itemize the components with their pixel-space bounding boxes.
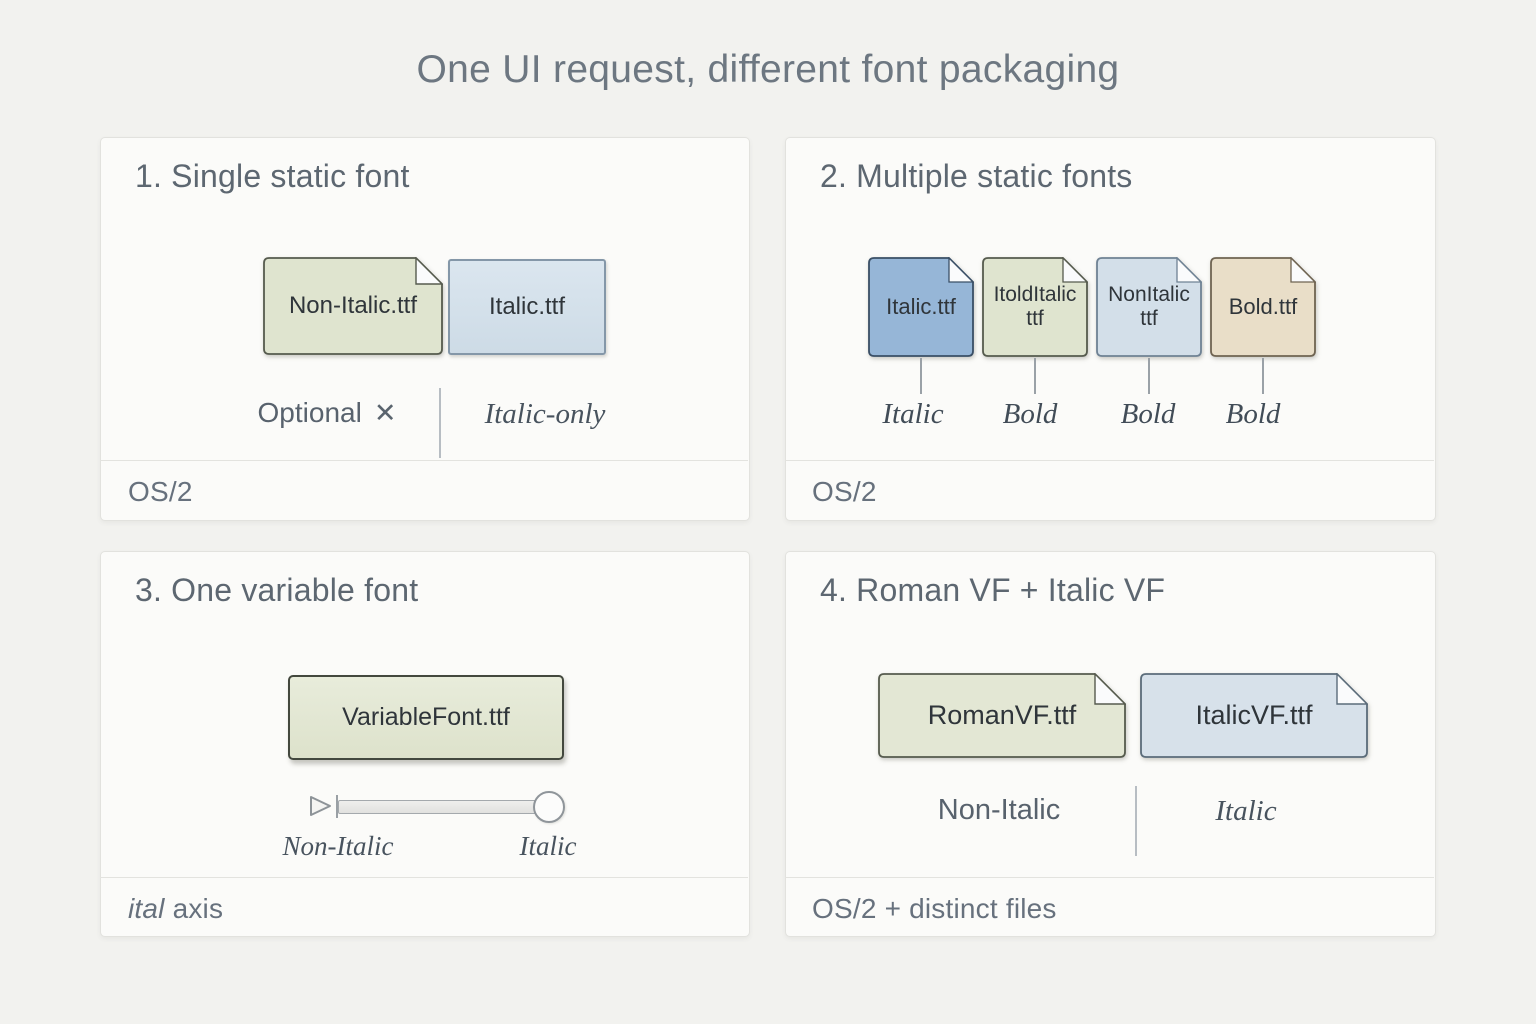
- folded-corner-icon: [1290, 257, 1316, 283]
- annotation-optional-label: Optional: [257, 397, 362, 428]
- annotation-non-italic: Non-Italic: [889, 794, 1109, 827]
- style-tag-bold: Bold: [1002, 398, 1058, 430]
- annotation-italic-only: Italic-only: [484, 398, 606, 430]
- panel-4-heading: 4. Roman VF + Italic VF: [820, 572, 1166, 608]
- file-label: RomanVF.ttf: [927, 700, 1077, 731]
- slider-label-italic: Italic: [519, 831, 577, 861]
- file-label: Italic.ttf: [488, 293, 566, 320]
- folded-corner-icon: [1094, 673, 1126, 705]
- file-label: ItalicVF.ttf: [1195, 700, 1313, 731]
- footer-divider: [785, 877, 1434, 878]
- footer-divider: [100, 877, 748, 878]
- style-tag-bold: Bold: [1120, 398, 1176, 430]
- file-label: Non-Italic.ttf: [288, 291, 418, 319]
- divider-vertical: [439, 388, 441, 458]
- panel-3-footer: ital axis: [128, 893, 223, 925]
- panel-4-footer: OS/2 + distinct files: [812, 893, 1057, 924]
- panel-2-heading: 2. Multiple static fonts: [820, 158, 1133, 194]
- file-icon-italic-ttf: Italic.ttf: [448, 259, 606, 355]
- leader-line: [1148, 358, 1150, 394]
- panel-1-footer: OS/2: [128, 476, 193, 507]
- axis-word: axis: [164, 893, 224, 924]
- file-label: VariableFont.ttf: [342, 703, 510, 731]
- document-shape-icon: [263, 257, 443, 355]
- x-icon: ✕: [373, 397, 397, 428]
- slider-start-tick: [336, 795, 338, 818]
- folded-corner-icon: [948, 257, 974, 283]
- file-icon-non-italic-ttf: Non-Italic.ttf: [263, 257, 443, 355]
- style-tag-italic: Italic: [882, 398, 944, 430]
- file-label: Italic.ttf: [886, 293, 956, 319]
- play-triangle-icon: [310, 796, 331, 816]
- divider-vertical: [1135, 786, 1137, 856]
- footer-divider: [785, 460, 1434, 461]
- panel-1-heading: 1. Single static font: [135, 158, 410, 194]
- leader-line: [1262, 358, 1264, 394]
- diagram-title: One UI request, different font packaging: [416, 48, 1120, 91]
- folded-corner-icon: [415, 257, 443, 285]
- file-icon-itolditalic-ttf: ItoldItalic ttf: [982, 257, 1088, 357]
- ital-axis-name: ital: [128, 893, 165, 924]
- file-label: Bold.ttf: [1228, 293, 1298, 319]
- leader-line: [920, 358, 922, 394]
- file-icon-variablefont-ttf: VariableFont.ttf: [288, 675, 564, 760]
- folded-corner-icon: [1176, 257, 1202, 283]
- footer-divider: [100, 460, 748, 461]
- panel-3-heading: 3. One variable font: [135, 572, 419, 608]
- file-icon-nonitalic-ttf: NonItalic ttf: [1096, 257, 1202, 357]
- slider-track: [338, 800, 542, 814]
- annotation-optional: Optional ✕: [217, 397, 437, 429]
- file-icon-romanvf-ttf: RomanVF.ttf: [878, 673, 1126, 758]
- file-label: NonItalic ttf: [1108, 283, 1190, 330]
- slider-knob: [533, 791, 565, 823]
- folded-corner-icon: [1336, 673, 1368, 705]
- folded-corner-icon: [1062, 257, 1088, 283]
- file-icon-italicvf-ttf: ItalicVF.ttf: [1140, 673, 1368, 758]
- slider-label-non-italic: Non-Italic: [282, 831, 394, 861]
- leader-line: [1034, 358, 1036, 394]
- file-label: ItoldItalic ttf: [993, 283, 1077, 330]
- panel-2-footer: OS/2: [812, 476, 877, 507]
- file-icon-italic-ttf-2: Italic.ttf: [868, 257, 974, 357]
- annotation-italic: Italic: [1215, 795, 1277, 827]
- annotation-non-italic-label: Non-Italic: [937, 794, 1061, 826]
- style-tag-bold: Bold: [1225, 398, 1281, 430]
- file-icon-bold-ttf: Bold.ttf: [1210, 257, 1316, 357]
